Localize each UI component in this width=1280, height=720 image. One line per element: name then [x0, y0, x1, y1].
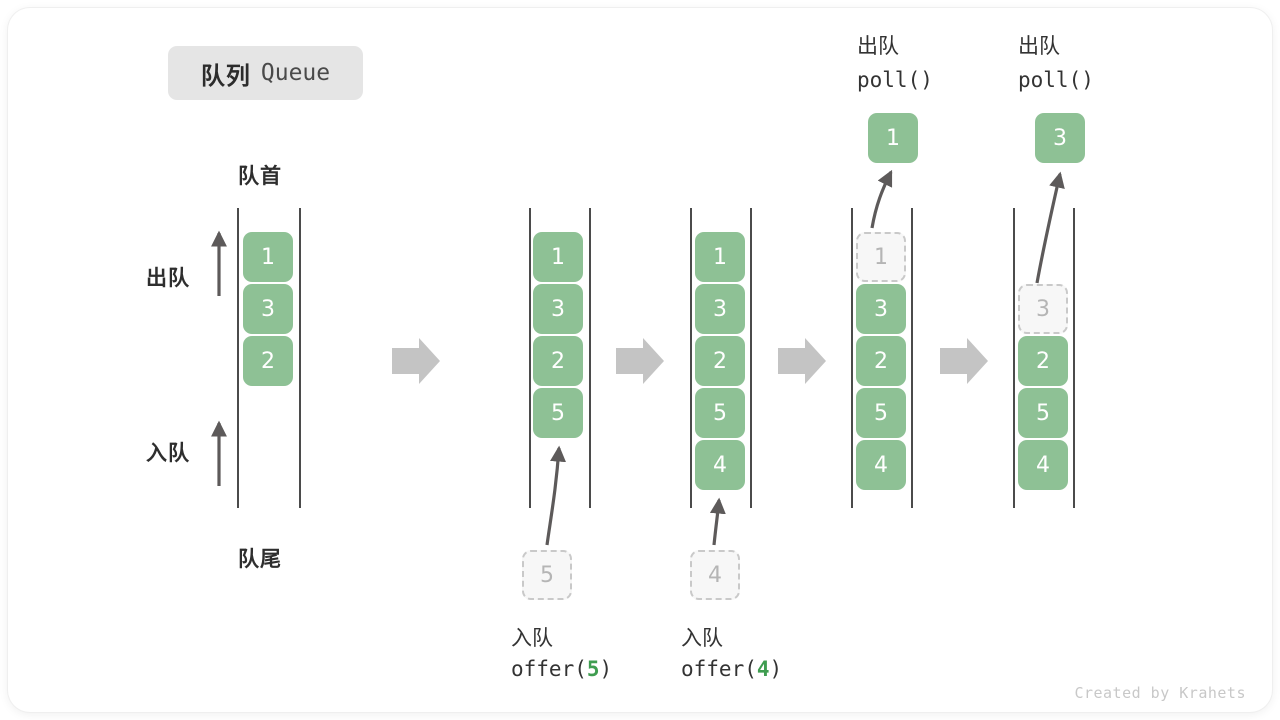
queue-element: 2: [695, 336, 745, 386]
pending-enqueue-ghost: 5: [522, 550, 572, 600]
enqueue-arrow-col2: [545, 445, 567, 546]
removed-element-ghost: 3: [1018, 284, 1068, 334]
queue-element: 5: [695, 388, 745, 438]
diagram-card: 队列 Queue 队首 队尾 出队 入队 1 3 2 1 3 2 5 5 入队 …: [8, 8, 1272, 712]
caption-code-col3: offer(4): [681, 657, 782, 681]
header-dequeue-col5: 出队: [1018, 34, 1060, 58]
code-prefix: offer(: [511, 657, 587, 681]
label-rear: 队尾: [238, 547, 282, 571]
code-prefix: offer(: [681, 657, 757, 681]
title-cn: 队列: [200, 61, 251, 90]
header-code-col5: poll(): [1018, 68, 1094, 92]
queue-element: 2: [856, 336, 906, 386]
step-arrow-4-5: [940, 338, 988, 384]
rail-left-col1: [237, 208, 239, 508]
caption-enqueue-col2: 入队: [511, 626, 553, 650]
queue-element: 4: [856, 440, 906, 490]
label-front: 队首: [238, 164, 282, 188]
step-arrow-1-2: [392, 338, 440, 384]
pending-enqueue-ghost: 4: [690, 550, 740, 600]
queue-element: 2: [533, 336, 583, 386]
queue-element: 1: [533, 232, 583, 282]
removed-element-ghost: 1: [856, 232, 906, 282]
queue-element: 2: [243, 336, 293, 386]
code-suffix: ): [769, 657, 783, 681]
credit-text: Created by Krahets: [1074, 684, 1246, 702]
rail-left-col4: [851, 208, 853, 508]
rail-right-col1: [299, 208, 301, 508]
rail-left-col5: [1013, 208, 1015, 508]
code-arg: 4: [756, 657, 770, 681]
popped-element: 3: [1035, 113, 1085, 163]
queue-element: 5: [1018, 388, 1068, 438]
title-badge: 队列 Queue: [168, 46, 363, 100]
enqueue-arrow-col3: [709, 497, 726, 546]
dequeue-arrow-col4: [870, 169, 893, 229]
code-arg: 5: [586, 657, 600, 681]
title-en: Queue: [260, 60, 331, 86]
queue-element: 3: [243, 284, 293, 334]
popped-element: 1: [868, 113, 918, 163]
rail-right-col4: [911, 208, 913, 508]
header-code-col4: poll(): [857, 68, 933, 92]
arrows-overlay: [211, 169, 1065, 546]
rail-right-col5: [1073, 208, 1075, 508]
queue-element: 1: [695, 232, 745, 282]
queue-element: 3: [856, 284, 906, 334]
header-dequeue-col4: 出队: [857, 34, 899, 58]
queue-element: 2: [1018, 336, 1068, 386]
queue-element-new: 5: [533, 388, 583, 438]
queue-element: 4: [1018, 440, 1068, 490]
label-dequeue-direction: 出队: [146, 266, 190, 290]
diagram-stage: 队列 Queue 队首 队尾 出队 入队 1 3 2 1 3 2 5 5 入队 …: [8, 8, 1272, 712]
label-enqueue-direction: 入队: [146, 441, 190, 465]
step-arrow-2-3: [616, 338, 664, 384]
queue-element: 3: [533, 284, 583, 334]
queue-element: 3: [695, 284, 745, 334]
caption-code-col2: offer(5): [511, 657, 612, 681]
step-arrow-3-4: [778, 338, 826, 384]
queue-element: 5: [856, 388, 906, 438]
rail-left-col2: [529, 208, 531, 508]
queue-element: 1: [243, 232, 293, 282]
dequeue-arrow-col5: [1035, 171, 1065, 284]
caption-enqueue-col3: 入队: [681, 626, 723, 650]
rail-right-col2: [589, 208, 591, 508]
rail-left-col3: [690, 208, 692, 508]
rail-right-col3: [750, 208, 752, 508]
code-suffix: ): [599, 657, 613, 681]
queue-element-new: 4: [695, 440, 745, 490]
